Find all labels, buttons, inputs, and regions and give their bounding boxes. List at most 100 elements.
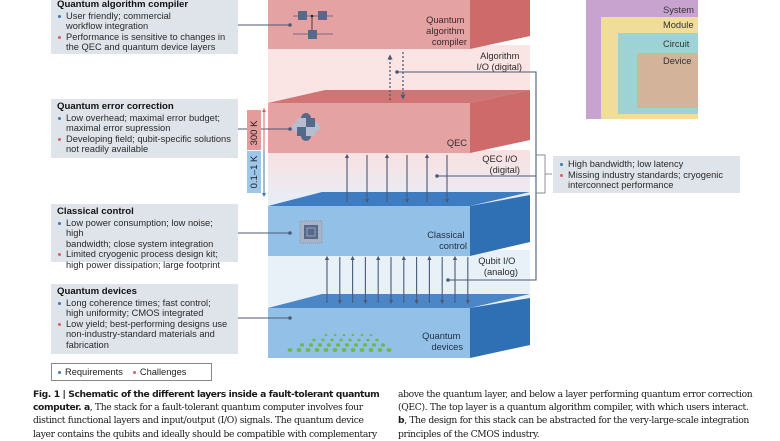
info-box-io: High bandwidth; low latency Missing indu… [553, 156, 740, 193]
qubit-dot [380, 343, 386, 347]
info-box-title: Quantum devices [57, 286, 137, 297]
qubit-dot [371, 343, 377, 347]
challenge-bullet-icon [58, 137, 61, 141]
temp-cold-label: 0.1–1 K [249, 155, 260, 188]
chip-icon [299, 220, 323, 244]
qubit-dot [287, 348, 293, 352]
info-box-qec: Quantum error correction Low overhead; m… [51, 99, 238, 158]
layer-algorithm-compiler [268, 0, 530, 49]
requirement-item: High bandwidth; low latency [559, 159, 734, 170]
challenge-bullet-icon [58, 253, 61, 257]
layer-label-quantum-devices: Quantum devices [422, 331, 463, 352]
qubit-dot [350, 348, 356, 352]
challenge-bullet-icon [58, 35, 61, 39]
io-label-qec: QEC I/O (digital) [482, 154, 520, 175]
stack-diagram: Quantum algorithm compiler QEC Classical… [238, 0, 698, 358]
qubit-dot [344, 343, 350, 347]
qubit-dot [333, 333, 337, 337]
qubit-dot [368, 348, 374, 352]
level-device [637, 53, 698, 108]
info-box-title: Quantum algorithm compiler [57, 0, 189, 10]
layer-classical-control [268, 192, 530, 256]
vlsi-nested-diagram: System Module Circuit Device [586, 0, 698, 119]
info-box-title: Quantum error correction [57, 101, 174, 112]
requirement-bullet-icon [58, 116, 61, 120]
challenge-item: Limited cryogenic process design kit;hig… [57, 249, 232, 270]
qubit-dot [312, 338, 316, 342]
requirement-item: Low overhead; maximal error budget;maxim… [57, 113, 232, 134]
level-label-system: System [663, 5, 694, 15]
algorithm-io-arrows [387, 52, 406, 100]
info-box-quantum-devices: Quantum devices Long coherence times; fa… [51, 284, 238, 354]
figure-caption-left: Fig. 1 | Schematic of the different laye… [33, 389, 380, 440]
layer-label-compiler: Quantum algorithm compiler [426, 15, 467, 47]
io-label-qubit: Qubit I/O (analog) [478, 256, 518, 277]
qubit-dot [330, 338, 334, 342]
temperature-indicator: 300 K 0.1–1 K [247, 108, 266, 197]
qubit-dot [305, 348, 311, 352]
surface-code-icon [292, 113, 320, 141]
layer-label-classical-control: Classical control [427, 230, 467, 251]
challenge-bullet-icon [560, 173, 563, 177]
layer-label-qec: QEC [447, 138, 467, 148]
qubit-dot [314, 348, 320, 352]
panel-label-b: b [398, 415, 405, 427]
figure-title: Fig. 1 | Schematic of the different laye… [33, 389, 380, 400]
temp-300k-label: 300 K [249, 120, 260, 145]
qubit-dot [326, 343, 332, 347]
qubit-dot [323, 348, 329, 352]
qubit-dot [339, 338, 343, 342]
qubit-dot [317, 343, 323, 347]
qubit-dot [375, 338, 379, 342]
qubit-dot [299, 343, 305, 347]
qubit-dot [332, 348, 338, 352]
requirement-bullet-icon [58, 301, 61, 305]
qubit-dot [386, 348, 392, 352]
quantum-circuit-icon [293, 11, 333, 39]
io-bracket-connectors [397, 71, 537, 281]
io-box-bracket [536, 154, 552, 194]
qubit-dot [351, 333, 355, 337]
challenge-bullet-icon [58, 322, 61, 326]
level-label-module: Module [663, 20, 694, 30]
requirement-item: Long coherence times; fast control;high … [57, 298, 232, 319]
figure-title-continued: computer. a [33, 402, 90, 414]
qubit-dot [366, 338, 370, 342]
qubit-dot [369, 333, 373, 337]
legend: Requirements Challenges [51, 363, 212, 381]
challenge-bullet-icon [132, 371, 136, 374]
legend-requirements: Requirements [58, 364, 123, 380]
qubit-dot [360, 333, 364, 337]
qubit-dot [362, 343, 368, 347]
qec-io-arrows [344, 153, 450, 204]
qubit-dot [308, 343, 314, 347]
info-box-title: Classical control [57, 206, 134, 217]
io-label-algorithm: Algorithm I/O (digital) [477, 51, 522, 72]
requirement-bullet-icon [58, 221, 61, 225]
qubit-dot [335, 343, 341, 347]
challenge-item: Developing field; qubit-specific solutio… [57, 134, 232, 155]
temp-cold-bar [247, 151, 261, 193]
qubit-dot [348, 338, 352, 342]
temp-300k-bar [247, 110, 261, 150]
layer-quantum-devices [268, 294, 530, 358]
qubit-dot [324, 333, 328, 337]
requirement-bullet-icon [58, 371, 61, 374]
qubit-dot [377, 348, 383, 352]
requirement-bullet-icon [560, 163, 563, 166]
level-label-circuit: Circuit [663, 39, 690, 49]
qubit-dot [342, 333, 346, 337]
qubit-array-icon [287, 333, 392, 352]
legend-challenges: Challenges [132, 364, 186, 380]
qubit-dot [296, 348, 302, 352]
figure-caption-right: above the quantum layer, and below a lay… [398, 389, 753, 440]
qubit-dot [321, 338, 325, 342]
info-box-compiler: Quantum algorithm compiler User friendly… [51, 0, 238, 54]
qubit-dot [341, 348, 347, 352]
qubit-dot [359, 348, 365, 352]
info-box-classical-control: Classical control Low power consumption;… [51, 204, 238, 270]
